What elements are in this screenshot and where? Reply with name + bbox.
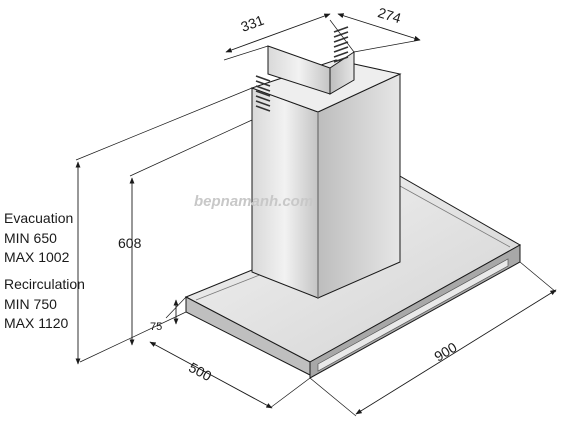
dim-hood-width: 900 [431,339,459,365]
recirculation-max: MAX 1120 [4,315,69,331]
recirculation-min: MIN 750 [4,296,57,312]
dim-line-chimney-width [225,13,331,53]
dim-chimney-width: 331 [239,12,267,35]
evacuation-max: MAX 1002 [4,249,70,265]
dim-line-hood-depth [149,341,273,409]
evacuation-title: Evacuation [4,210,73,226]
dim-canopy-thickness: 75 [150,321,162,333]
recirculation-label-group: Recirculation MIN 750 MAX 1120 [4,276,85,331]
dim-chimney-height: 608 [118,235,142,251]
dim-chimney-depth: 274 [376,4,403,26]
dim-hood-depth: 500 [186,359,214,384]
evacuation-min: MIN 650 [4,230,57,246]
recirculation-title: Recirculation [4,276,85,292]
dim-line-hood-width [355,289,557,415]
vent-grille-right [333,26,349,63]
lower-chimney-side [317,73,401,299]
vent-grille-left [255,75,271,112]
evacuation-label-group: Evacuation MIN 650 MAX 1002 [4,210,73,265]
dim-line-chimney-depth [337,13,421,41]
watermark: bepnamanh.com [194,193,313,210]
